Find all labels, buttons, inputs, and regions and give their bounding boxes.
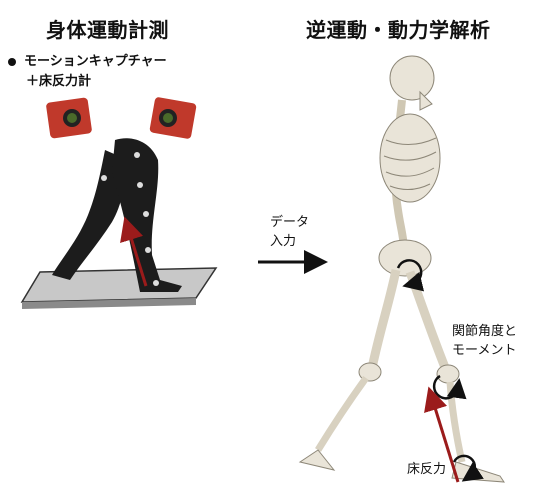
data-input-line2: 入力 (270, 232, 309, 251)
ground-reaction-label: 床反力 (407, 460, 446, 479)
camera-icon (46, 97, 93, 138)
joint-moment-line1: 関節角度と (452, 322, 517, 341)
moment-arrow-icon (398, 260, 475, 476)
joint-moment-line2: モーメント (452, 341, 517, 360)
camera-icon (149, 97, 197, 140)
force-plate (22, 268, 216, 309)
skeleton-model (300, 56, 504, 482)
data-input-line1: データ (270, 213, 309, 232)
joint-moment-label: 関節角度と モーメント (452, 322, 517, 360)
data-input-label: データ 入力 (270, 213, 309, 251)
